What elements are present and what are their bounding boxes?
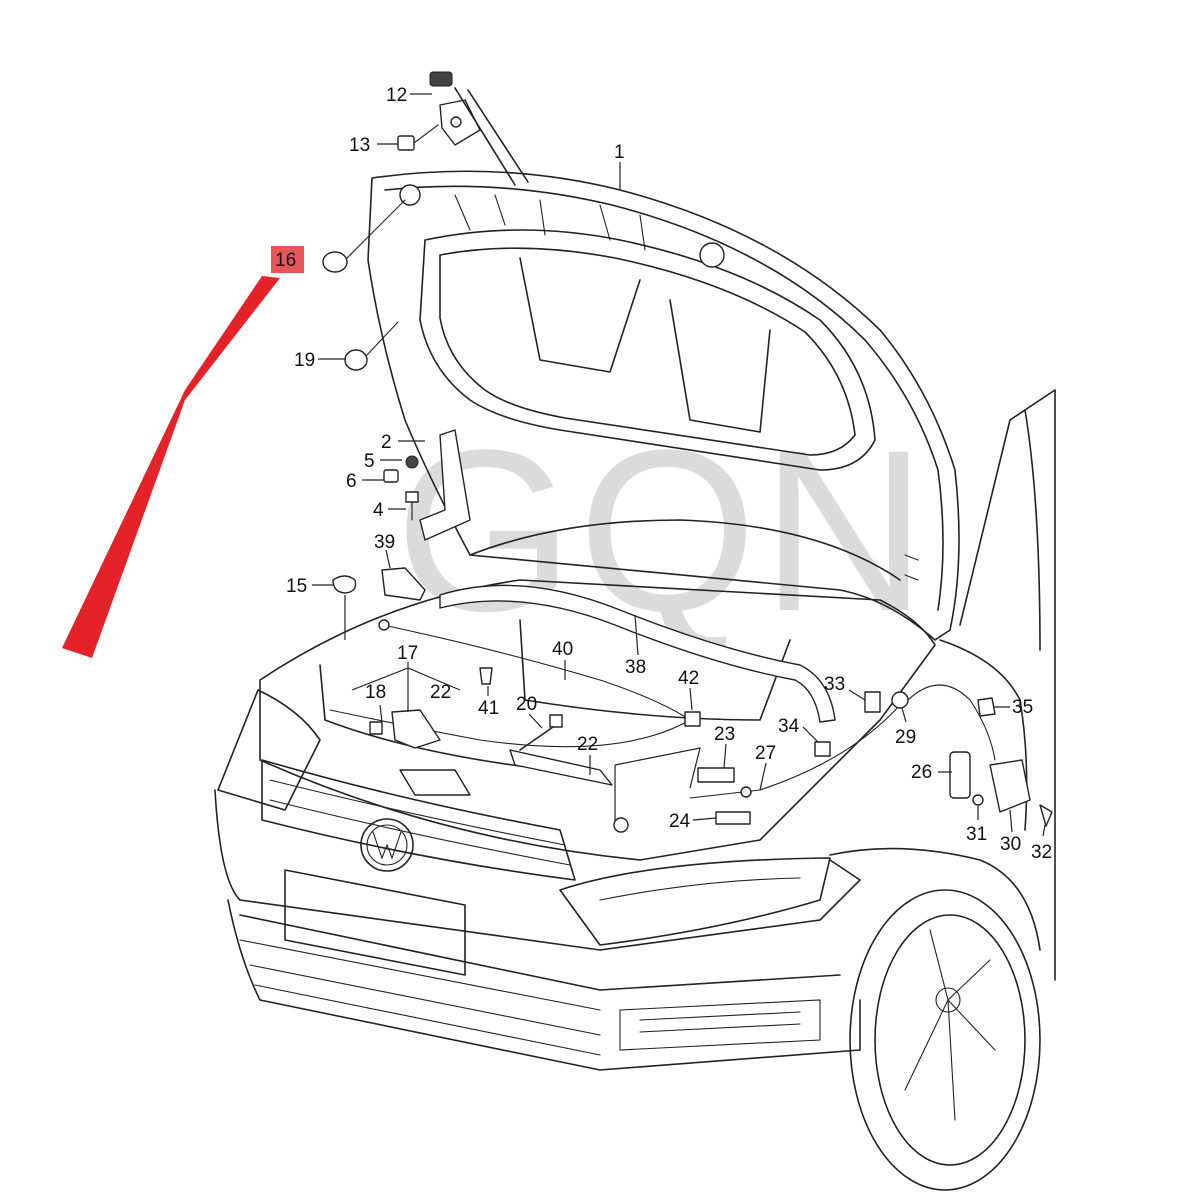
callout-41: 41 [478, 698, 499, 719]
clip-33 [864, 691, 881, 713]
callout-40: 40 [552, 639, 573, 660]
grommet-29 [891, 684, 996, 761]
hood-prop-holder [429, 71, 529, 186]
callout-5: 5 [364, 451, 375, 472]
rubber-buffer-19 [344, 321, 399, 371]
callout-27: 27 [755, 743, 776, 764]
callout-17: 17 [397, 643, 418, 664]
callout-38: 38 [625, 657, 646, 678]
callout-24: 24 [669, 811, 691, 832]
callout-22a: 22 [430, 682, 451, 703]
bracket-39 [381, 567, 426, 601]
clip-41 [479, 667, 493, 685]
seal-38 [439, 584, 836, 723]
callout-4: 4 [373, 500, 384, 521]
callout-12: 12 [386, 85, 407, 106]
callout-20: 20 [516, 694, 537, 715]
guide-22 [509, 749, 613, 786]
callout-31: 31 [966, 824, 987, 845]
car-body [214, 389, 1056, 1191]
leader-lines [312, 93, 1046, 837]
cable-27 [689, 704, 901, 799]
callout-16: 16 [275, 250, 296, 271]
bolt-20 [519, 714, 563, 751]
callout-23: 23 [714, 724, 735, 745]
callout-39: 39 [374, 532, 395, 553]
release-handle [949, 751, 1053, 827]
callout-26: 26 [911, 762, 932, 783]
callout-22b: 22 [577, 734, 598, 755]
callout-1: 1 [614, 142, 625, 163]
callout-32: 32 [1031, 842, 1052, 863]
callout-33: 33 [824, 674, 845, 695]
callout-19: 19 [294, 350, 315, 371]
highlight-box [271, 246, 304, 273]
hood-hinge [383, 429, 471, 541]
clip-42 [684, 711, 701, 727]
rubber-buffer-16 [322, 199, 406, 273]
callout-13: 13 [349, 135, 370, 156]
callout-6: 6 [346, 471, 357, 492]
hood-lock [369, 709, 471, 796]
callout-2: 2 [381, 432, 392, 453]
callout-30: 30 [1000, 834, 1021, 855]
clip-34 [814, 741, 831, 757]
clip-23 [697, 767, 735, 783]
cable-40 [329, 619, 691, 748]
callout-29: 29 [895, 727, 916, 748]
callout-42: 42 [678, 668, 699, 689]
clip-24 [715, 811, 751, 825]
highlight-pointer [62, 276, 280, 658]
callout-34: 34 [778, 716, 800, 737]
hood-panel [367, 170, 960, 641]
callout-15: 15 [286, 576, 307, 597]
callout-18: 18 [365, 682, 386, 703]
hood-bolt-13 [397, 124, 439, 151]
buffer-15 [332, 575, 357, 594]
callout-labels: 1 12 13 16 19 2 5 6 4 39 15 17 18 22 41 … [275, 85, 1052, 863]
clip-35 [977, 697, 996, 717]
callout-35: 35 [1012, 697, 1033, 718]
